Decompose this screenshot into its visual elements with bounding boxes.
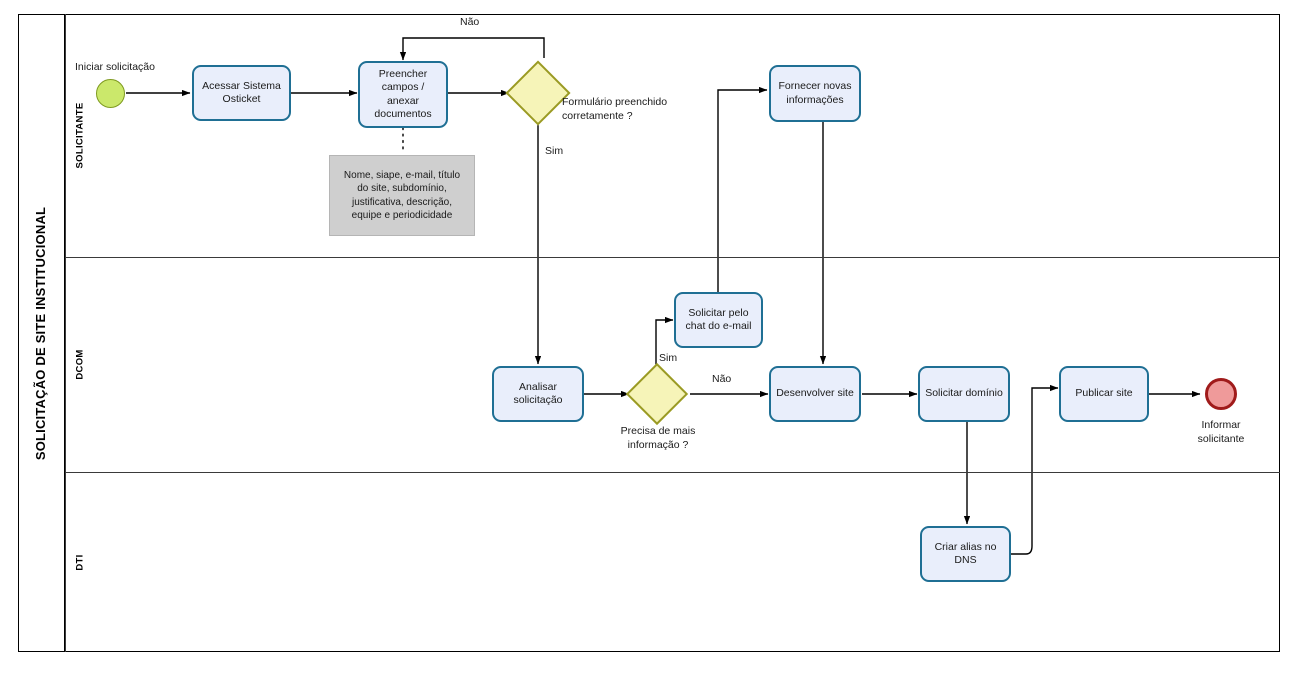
task-analisar-solicitacao[interactable]: Analisar solicitação (492, 366, 584, 422)
edge-label-nao-informacao: Não (712, 373, 732, 385)
edge-label-nao-formulario: Não (460, 16, 480, 28)
pool-title-cell: SOLICITAÇÃO DE SITE INSTITUCIONAL (18, 14, 65, 652)
lane-header-dcom: DCOM (65, 257, 95, 472)
task-fornecer-novas-informacoes[interactable]: Fornecer novas informações (769, 65, 861, 122)
end-event[interactable] (1205, 378, 1237, 410)
task-publicar-site[interactable]: Publicar site (1059, 366, 1149, 422)
task-solicitar-dominio[interactable]: Solicitar domínio (918, 366, 1010, 422)
gateway-precisa-informacao-label: Precisa de mais informação ? (620, 425, 696, 451)
gateway-formulario-label: Formulário preenchido corretamente ? (562, 96, 668, 122)
task-criar-alias-dns[interactable]: Criar alias no DNS (920, 526, 1011, 582)
flow-dns-to-publicar (1011, 384, 1059, 555)
lane-label-dti: DTI (74, 553, 86, 571)
pool-title: SOLICITAÇÃO DE SITE INSTITUCIONAL (33, 206, 49, 460)
task-acessar-sistema-osticket[interactable]: Acessar Sistema Osticket (192, 65, 291, 121)
lane-divider-1 (65, 257, 1280, 258)
start-event[interactable] (96, 79, 125, 108)
flow-gwinfo-sim-to-chat (655, 316, 674, 377)
lane-divider-2 (65, 472, 1280, 473)
lane-label-solicitante: SOLICITANTE (74, 102, 86, 169)
edge-label-sim-informacao: Sim (659, 352, 678, 364)
annotation-campos-obrigatorios: Nome, siape, e-mail, título do site, sub… (329, 155, 475, 236)
lane-header-solicitante: SOLICITANTE (65, 14, 95, 257)
task-desenvolver-site[interactable]: Desenvolver site (769, 366, 861, 422)
task-solicitar-pelo-chat[interactable]: Solicitar pelo chat do e-mail (674, 292, 763, 348)
lane-header-separator (65, 14, 66, 652)
end-event-label: Informar solicitante (1197, 419, 1245, 445)
task-preencher-campos[interactable]: Preencher campos / anexar documentos (358, 61, 448, 128)
start-event-label: Iniciar solicitação (75, 61, 155, 73)
edge-label-sim-formulario: Sim (545, 145, 564, 157)
pool-frame (18, 14, 1280, 652)
lane-label-dcom: DCOM (74, 349, 86, 380)
flow-gwform-nao-to-preencher (399, 37, 545, 61)
flow-chat-to-fornecer (717, 86, 768, 292)
lane-header-dti: DTI (65, 472, 95, 652)
